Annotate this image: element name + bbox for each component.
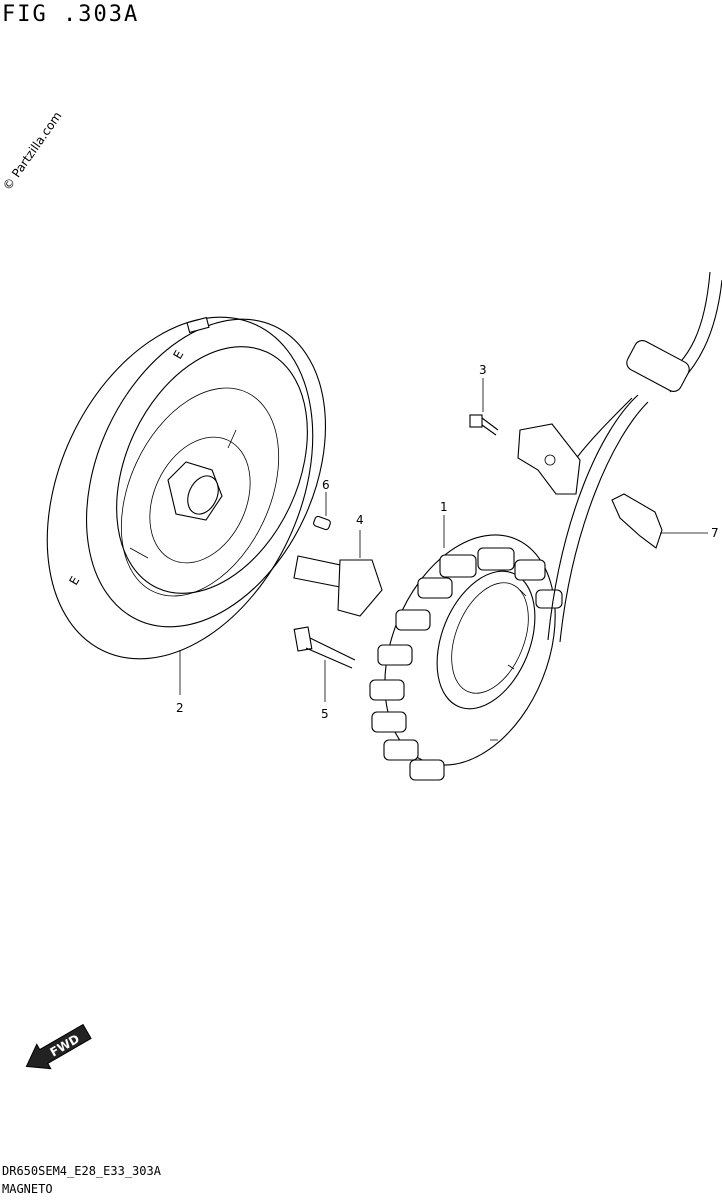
- svg-text:E: E: [170, 348, 186, 362]
- stator: [369, 534, 563, 781]
- forward-arrow-icon: FWD: [25, 1023, 92, 1070]
- svg-text:4: 4: [356, 513, 364, 527]
- callout-3: 3: [479, 363, 487, 412]
- rotor-bolt: [293, 555, 383, 617]
- callout-7: 7: [660, 526, 719, 540]
- clamp: [611, 493, 663, 549]
- callout-2: 2: [176, 650, 184, 715]
- svg-text:E: E: [66, 574, 82, 588]
- callout-1: 1: [440, 500, 448, 548]
- svg-text:1: 1: [440, 500, 448, 514]
- svg-text:3: 3: [479, 363, 487, 377]
- callout-5: 5: [321, 660, 329, 721]
- svg-text:2: 2: [176, 701, 184, 715]
- svg-text:7: 7: [711, 526, 719, 540]
- figure-title: FIG .303A: [2, 2, 140, 27]
- pickup-coil: [517, 423, 581, 495]
- svg-text:6: 6: [322, 478, 330, 492]
- svg-text:5: 5: [321, 707, 329, 721]
- rotor: E E: [46, 316, 326, 660]
- screw: [469, 414, 499, 436]
- drawing-code: DR650SEM4_E28_E33_303A: [2, 1164, 161, 1178]
- bolt: [293, 626, 356, 669]
- callout-4: 4: [356, 513, 364, 558]
- key: [313, 515, 331, 531]
- section-name: MAGNETO: [2, 1182, 53, 1196]
- wire-harness: [547, 271, 722, 643]
- callout-6: 6: [322, 478, 330, 516]
